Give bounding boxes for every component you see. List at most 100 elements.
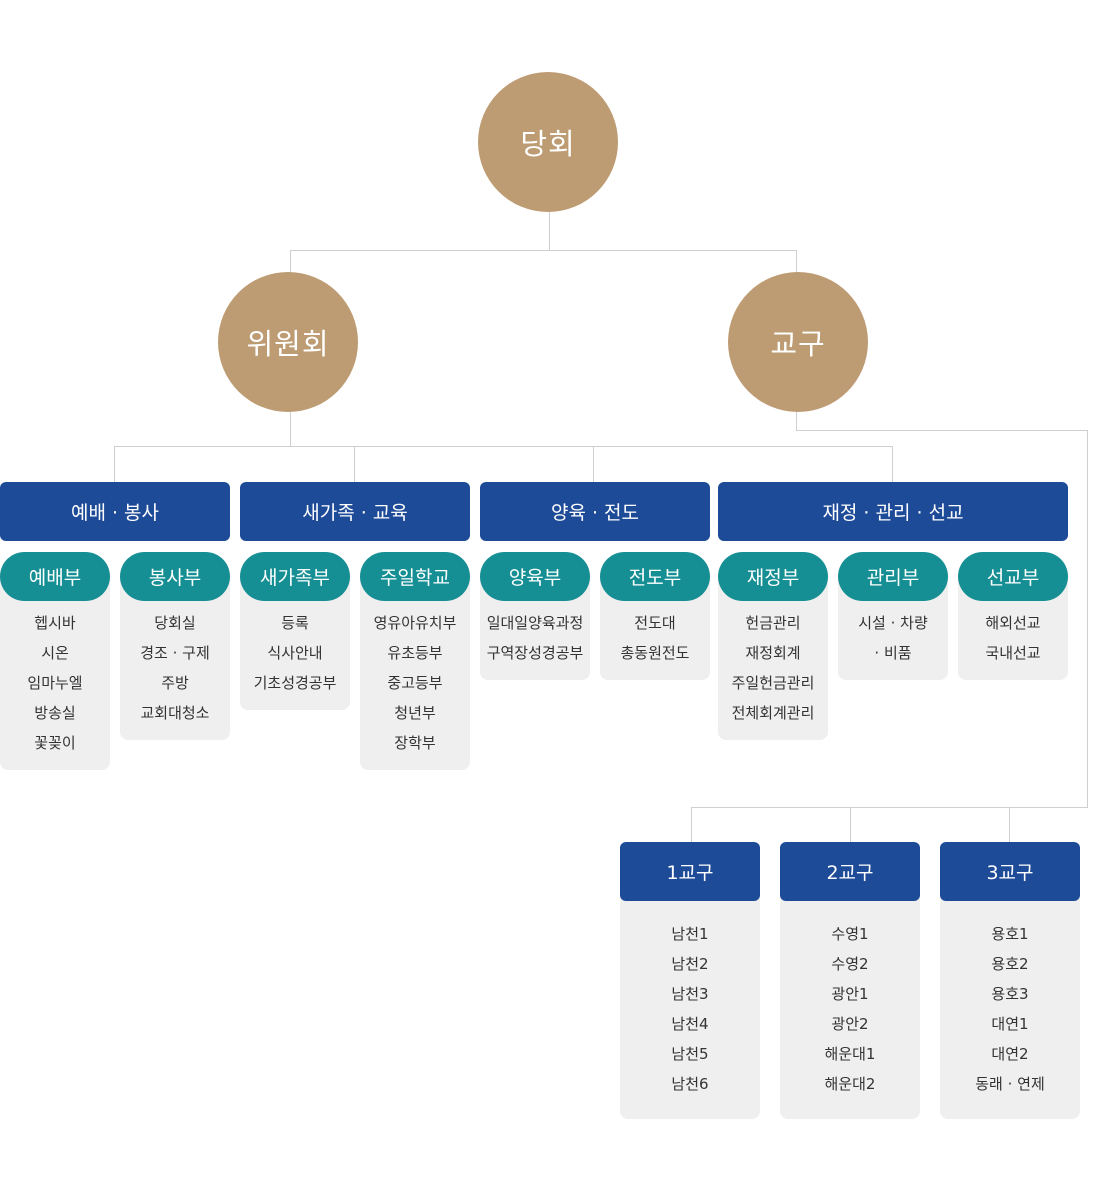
dept-item-list: 헵시바 시온 임마누엘 방송실 꽃꽂이 (0, 608, 110, 758)
list-item: 전도대 (634, 614, 676, 632)
dept-item-list: 당회실 경조 · 구제 주방 교회대청소 (120, 608, 230, 728)
list-item: 시설 · 차량 (858, 614, 928, 632)
dept-label: 주일학교 (380, 567, 450, 589)
dept-item-list: 해외선교 국내선교 (958, 608, 1068, 668)
dept-card-body: 헵시바 시온 임마누엘 방송실 꽃꽂이 (0, 576, 110, 770)
dept-label: 예배부 (28, 567, 82, 589)
dept-pill: 봉사부 (120, 552, 230, 601)
dept-item-list: 헌금관리 재정회계 주일헌금관리 전체회계관리 (718, 608, 828, 728)
connector-line (1087, 430, 1088, 808)
district-header: 3교구 (940, 842, 1080, 901)
list-item: 남천3 (671, 985, 709, 1003)
list-item: 경조 · 구제 (140, 644, 210, 662)
list-item: 해운대2 (824, 1075, 876, 1093)
list-item: 시온 (41, 644, 69, 662)
dept-item-list: 영유아유치부 유초등부 중고등부 청년부 장학부 (360, 608, 470, 758)
connector-line (691, 807, 692, 842)
district-header: 1교구 (620, 842, 760, 901)
list-item: 주일헌금관리 (731, 674, 815, 692)
list-item: 재정회계 (745, 644, 801, 662)
district-header: 2교구 (780, 842, 920, 901)
connector-line (114, 446, 893, 447)
connector-line (796, 410, 797, 430)
dept-label: 양육부 (508, 567, 562, 589)
list-item: 중고등부 (387, 674, 443, 692)
dept-item-list: 시설 · 차량 · 비품 (838, 608, 948, 668)
dept-item-list: 등록 식사안내 기초성경공부 (240, 608, 350, 698)
dept-card-body: 영유아유치부 유초등부 중고등부 청년부 장학부 (360, 576, 470, 770)
dept-pill: 관리부 (838, 552, 948, 601)
group-label: 새가족 · 교육 (302, 502, 408, 524)
connector-line (1009, 807, 1010, 842)
list-item: 광안1 (831, 985, 869, 1003)
list-item: 대연1 (991, 1015, 1029, 1033)
connector-line (796, 430, 1088, 431)
list-item: 당회실 (154, 614, 196, 632)
list-item: 방송실 (34, 704, 76, 722)
list-item: 용호2 (991, 955, 1029, 973)
dept-label: 새가족부 (260, 567, 330, 589)
district-label: 1교구 (666, 862, 714, 884)
dept-label: 재정부 (746, 567, 800, 589)
dept-pill: 양육부 (480, 552, 590, 601)
dept-card-body: 당회실 경조 · 구제 주방 교회대청소 (120, 576, 230, 740)
list-item: 남천6 (671, 1075, 709, 1093)
list-item: 전체회계관리 (731, 704, 815, 722)
connector-line (593, 446, 594, 482)
group-label: 재정 · 관리 · 선교 (822, 502, 964, 524)
district-label: 2교구 (826, 862, 874, 884)
list-item: 유초등부 (387, 644, 443, 662)
list-item: 기초성경공부 (253, 674, 337, 692)
connector-line (892, 446, 893, 482)
district-card-body: 용호1 용호2 용호3 대연1 대연2 동래 · 연제 (940, 872, 1080, 1119)
connector-line (114, 446, 115, 482)
list-item: · 비품 (874, 644, 912, 662)
list-item: 광안2 (831, 1015, 869, 1033)
dept-pill: 새가족부 (240, 552, 350, 601)
group-header-newfamily-education: 새가족 · 교육 (240, 482, 470, 541)
connector-line (691, 807, 1088, 808)
list-item: 영유아유치부 (373, 614, 457, 632)
district-card-body: 남천1 남천2 남천3 남천4 남천5 남천6 (620, 872, 760, 1119)
dept-pill: 재정부 (718, 552, 828, 601)
list-item: 구역장성경공부 (486, 644, 584, 662)
list-item: 남천5 (671, 1045, 709, 1063)
group-header-worship-service: 예배 · 봉사 (0, 482, 230, 541)
node-dang-hoe: 당회 (478, 72, 618, 212)
list-item: 해외선교 (985, 614, 1041, 632)
list-item: 꽃꽂이 (34, 734, 76, 752)
list-item: 장학부 (394, 734, 436, 752)
dept-pill: 전도부 (600, 552, 710, 601)
list-item: 식사안내 (267, 644, 323, 662)
node-gyogu: 교구 (728, 272, 868, 412)
list-item: 총동원전도 (620, 644, 690, 662)
list-item: 남천4 (671, 1015, 709, 1033)
list-item: 동래 · 연제 (975, 1075, 1045, 1093)
dept-item-list: 전도대 총동원전도 (600, 608, 710, 668)
group-header-nurture-evangelism: 양육 · 전도 (480, 482, 710, 541)
list-item: 일대일양육과정 (486, 614, 584, 632)
list-item: 용호1 (991, 925, 1029, 943)
group-label: 양육 · 전도 (550, 502, 640, 524)
district-card-body: 수영1 수영2 광안1 광안2 해운대1 해운대2 (780, 872, 920, 1119)
dept-label: 관리부 (866, 567, 920, 589)
node-label: 당회 (520, 127, 576, 161)
connector-line (290, 410, 291, 446)
dept-card-body: 헌금관리 재정회계 주일헌금관리 전체회계관리 (718, 576, 828, 740)
list-item: 수영1 (831, 925, 869, 943)
dept-pill: 주일학교 (360, 552, 470, 601)
list-item: 청년부 (394, 704, 436, 722)
list-item: 헌금관리 (745, 614, 801, 632)
list-item: 해운대1 (824, 1045, 876, 1063)
list-item: 헵시바 (34, 614, 76, 632)
list-item: 교회대청소 (140, 704, 210, 722)
dept-item-list: 일대일양육과정 구역장성경공부 (480, 608, 590, 668)
list-item: 남천1 (671, 925, 709, 943)
connector-line (549, 210, 550, 250)
connector-line (354, 446, 355, 482)
connector-line (290, 250, 291, 274)
list-item: 주방 (161, 674, 189, 692)
dept-label: 선교부 (986, 567, 1040, 589)
node-wiwonhoe: 위원회 (218, 272, 358, 412)
group-label: 예배 · 봉사 (70, 502, 160, 524)
